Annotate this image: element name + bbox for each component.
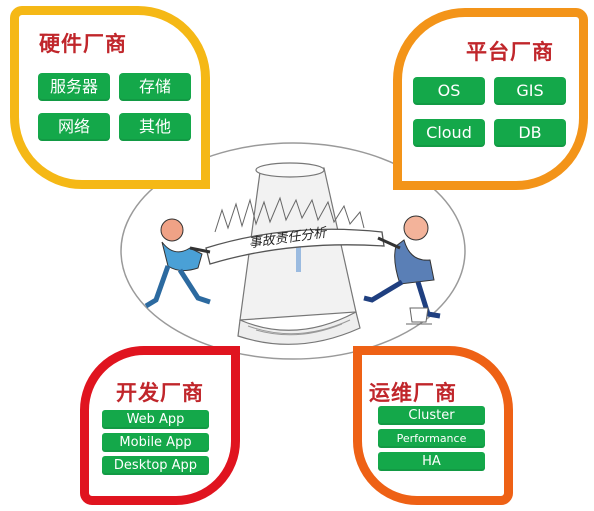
tag-storage: 存储 <box>119 73 191 101</box>
rope-icon <box>205 228 385 265</box>
tag-other: 其他 <box>119 113 191 141</box>
tag-mobile-app: Mobile App <box>102 433 209 452</box>
left-person-icon <box>144 218 211 309</box>
tag-server: 服务器 <box>38 73 110 101</box>
tug-of-war-illustration: 事故责任分析 <box>120 142 466 360</box>
tag-gis: GIS <box>494 77 566 105</box>
developer-vendor-card: 开发厂商 Web App Mobile App Desktop App <box>80 346 240 505</box>
card-title-platform: 平台厂商 <box>466 40 554 64</box>
card-title-hardware: 硬件厂商 <box>39 32 127 56</box>
platform-vendor-card: 平台厂商 OS GIS Cloud DB <box>393 8 588 190</box>
spikes-icon <box>214 196 365 233</box>
card-title-developer: 开发厂商 <box>116 381 204 405</box>
tag-desktop-app: Desktop App <box>102 456 209 475</box>
tag-performance: Performance <box>378 429 485 448</box>
tag-cloud: Cloud <box>413 119 485 147</box>
hardware-vendor-card: 硬件厂商 服务器 存储 网络 其他 <box>10 6 210 189</box>
cup-icon <box>406 307 432 325</box>
tag-cluster: Cluster <box>378 406 485 425</box>
tag-db: DB <box>494 119 566 147</box>
card-title-operations: 运维厂商 <box>369 381 457 405</box>
tag-os: OS <box>413 77 485 105</box>
tag-web-app: Web App <box>102 410 209 429</box>
tag-ha: HA <box>378 452 485 471</box>
operations-vendor-card: 运维厂商 Cluster Performance HA <box>353 346 513 505</box>
right-person-icon <box>363 215 441 319</box>
tag-network: 网络 <box>38 113 110 141</box>
